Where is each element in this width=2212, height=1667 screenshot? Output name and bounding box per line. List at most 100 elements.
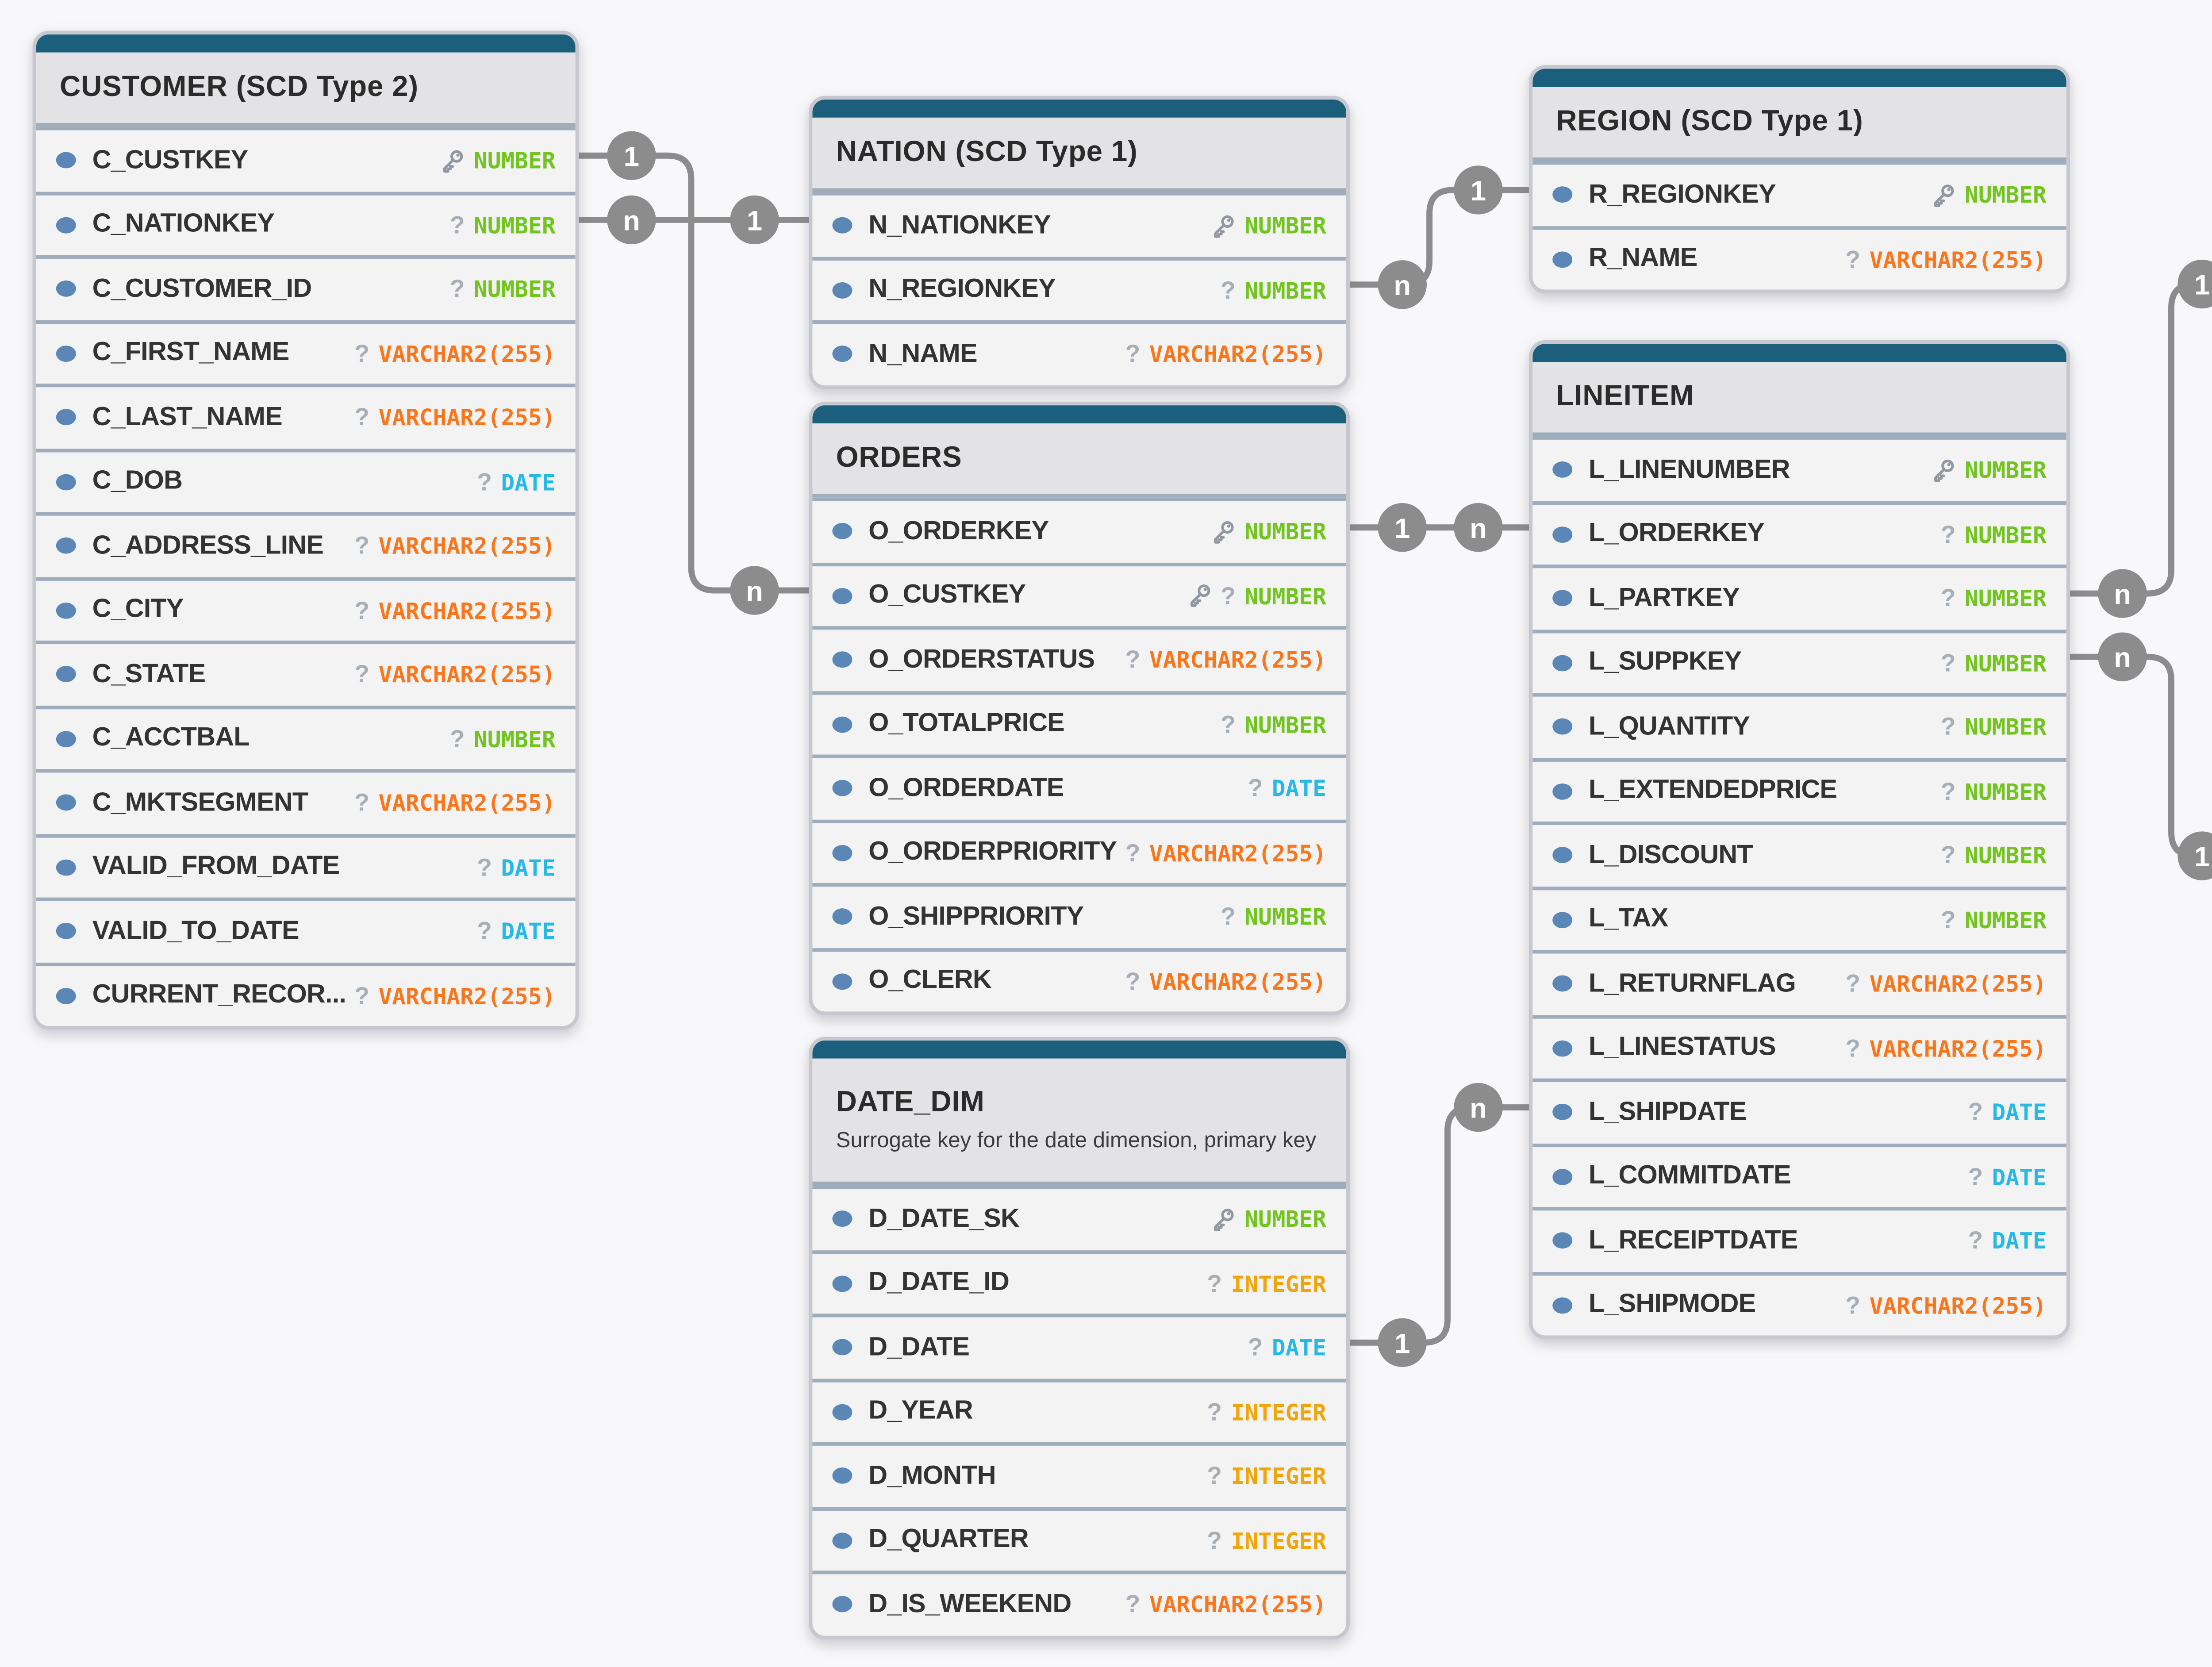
column-dot-icon: [832, 1275, 853, 1292]
primary-key-icon: [439, 148, 465, 173]
column-row-L_EXTENDEDPRICE[interactable]: L_EXTENDEDPRICE?NUMBER: [1532, 757, 2066, 822]
column-name: L_COMMITDATE: [1589, 1162, 1791, 1191]
cardinality-badge: 1: [2177, 259, 2212, 309]
column-row-VALID_TO_DATE[interactable]: VALID_TO_DATE?DATE: [36, 897, 576, 962]
column-row-L_SUPPKEY[interactable]: L_SUPPKEY?NUMBER: [1532, 629, 2066, 693]
nullable-icon: ?: [477, 918, 492, 945]
column-dot-icon: [832, 780, 853, 797]
column-row-O_ORDERDATE[interactable]: O_ORDERDATE?DATE: [812, 754, 1346, 819]
column-dot-icon: [832, 973, 853, 990]
column-dot-icon: [832, 346, 853, 363]
column-row-C_STATE[interactable]: C_STATE?VARCHAR2(255): [36, 640, 576, 705]
column-row-VALID_FROM_DATE[interactable]: VALID_FROM_DATE?DATE: [36, 833, 576, 898]
column-row-C_LAST_NAME[interactable]: C_LAST_NAME?VARCHAR2(255): [36, 384, 576, 448]
nullable-icon: ?: [1845, 246, 1861, 273]
column-dot-icon: [56, 473, 76, 490]
column-name: C_STATE: [92, 660, 206, 689]
column-row-C_FIRST_NAME[interactable]: C_FIRST_NAME?VARCHAR2(255): [36, 319, 576, 384]
column-type: DATE: [1271, 775, 1326, 802]
column-dot-icon: [56, 152, 76, 169]
column-type: NUMBER: [1965, 456, 2047, 484]
column-row-L_RETURNFLAG[interactable]: L_RETURNFLAG?VARCHAR2(255): [1532, 950, 2066, 1014]
column-type: NUMBER: [473, 275, 556, 303]
column-row-C_ADDRESS_LINE[interactable]: C_ADDRESS_LINE?VARCHAR2(255): [36, 512, 576, 576]
column-row-D_DATE_ID[interactable]: D_DATE_ID?INTEGER: [812, 1249, 1346, 1314]
column-row-N_REGIONKEY[interactable]: N_REGIONKEY?NUMBER: [812, 256, 1346, 320]
column-row-C_MKTSEGMENT[interactable]: C_MKTSEGMENT?VARCHAR2(255): [36, 769, 576, 834]
column-row-O_SHIPPRIORITY[interactable]: O_SHIPPRIORITY?NUMBER: [812, 883, 1346, 948]
column-row-L_SHIPMODE[interactable]: L_SHIPMODE?VARCHAR2(255): [1532, 1271, 2066, 1336]
svg-text:n: n: [623, 205, 640, 236]
column-row-D_DATE[interactable]: D_DATE?DATE: [812, 1314, 1346, 1378]
column-name: D_IS_WEEKEND: [868, 1590, 1071, 1619]
column-dot-icon: [832, 1468, 853, 1484]
table-title: ORDERS: [836, 442, 962, 473]
column-row-O_TOTALPRICE[interactable]: O_TOTALPRICE?NUMBER: [812, 690, 1346, 755]
column-row-O_CLERK[interactable]: O_CLERK?VARCHAR2(255): [812, 947, 1346, 1012]
cardinality-badge: 1: [1454, 165, 1503, 215]
column-name: L_DISCOUNT: [1589, 841, 1753, 870]
column-name: O_CLERK: [868, 967, 991, 996]
column-row-L_ORDERKEY[interactable]: L_ORDERKEY?NUMBER: [1532, 500, 2066, 565]
table-subtitle: Surrogate key for the date dimension, pr…: [836, 1127, 1317, 1153]
column-row-R_NAME[interactable]: R_NAME?VARCHAR2(255): [1532, 225, 2066, 290]
column-dot-icon: [832, 282, 853, 298]
column-name: L_PARTKEY: [1589, 584, 1740, 613]
column-name: C_CITY: [92, 595, 184, 625]
column-row-L_SHIPDATE[interactable]: L_SHIPDATE?DATE: [1532, 1078, 2066, 1143]
column-row-C_NATIONKEY[interactable]: C_NATIONKEY?NUMBER: [36, 191, 576, 255]
column-row-CURRENT_RECOR[interactable]: CURRENT_RECOR...?VARCHAR2(255): [36, 961, 576, 1026]
column-row-O_ORDERSTATUS[interactable]: O_ORDERSTATUS?VARCHAR2(255): [812, 626, 1346, 691]
column-row-D_YEAR[interactable]: D_YEAR?INTEGER: [812, 1378, 1346, 1442]
column-dot-icon: [56, 538, 76, 554]
column-row-L_RECEIPTDATE[interactable]: L_RECEIPTDATE?DATE: [1532, 1207, 2066, 1271]
column-name: O_ORDERPRIORITY: [868, 838, 1117, 868]
column-row-C_CITY[interactable]: C_CITY?VARCHAR2(255): [36, 576, 576, 641]
column-row-N_NAME[interactable]: N_NAME?VARCHAR2(255): [812, 320, 1346, 385]
column-row-D_IS_WEEKEND[interactable]: D_IS_WEEKEND?VARCHAR2(255): [812, 1571, 1346, 1635]
cardinality-badge: 1: [730, 195, 779, 245]
column-row-L_TAX[interactable]: L_TAX?NUMBER: [1532, 886, 2066, 950]
cardinality-badge: 1: [607, 131, 656, 180]
column-dot-icon: [1552, 1233, 1573, 1249]
column-row-D_MONTH[interactable]: D_MONTH?INTEGER: [812, 1442, 1346, 1506]
column-row-O_CUSTKEY[interactable]: O_CUSTKEY?NUMBER: [812, 561, 1346, 626]
column-row-L_PARTKEY[interactable]: L_PARTKEY?NUMBER: [1532, 565, 2066, 629]
column-name: C_NATIONKEY: [92, 210, 275, 239]
column-type: INTEGER: [1231, 1270, 1326, 1297]
column-row-L_COMMITDATE[interactable]: L_COMMITDATE?DATE: [1532, 1142, 2066, 1207]
column-row-D_QUARTER[interactable]: D_QUARTER?INTEGER: [812, 1506, 1346, 1571]
relationship-edge-customer-orders: [576, 152, 812, 594]
svg-text:n: n: [2114, 579, 2131, 610]
column-row-O_ORDERPRIORITY[interactable]: O_ORDERPRIORITY?VARCHAR2(255): [812, 818, 1346, 883]
column-row-L_LINESTATUS[interactable]: L_LINESTATUS?VARCHAR2(255): [1532, 1014, 2066, 1079]
column-type: VARCHAR2(255): [1869, 970, 2047, 998]
column-name: C_DOB: [92, 467, 183, 496]
column-row-C_CUSTOMER_ID[interactable]: C_CUSTOMER_ID?NUMBER: [36, 255, 576, 319]
nullable-icon: ?: [1207, 1526, 1222, 1554]
table-header: NATION (SCD Type 1): [812, 117, 1346, 192]
column-dot-icon: [56, 409, 76, 426]
table-header-bar: [1532, 69, 2066, 87]
column-dot-icon: [56, 923, 76, 940]
column-row-L_DISCOUNT[interactable]: L_DISCOUNT?NUMBER: [1532, 821, 2066, 886]
column-row-C_ACCTBAL[interactable]: C_ACCTBAL?NUMBER: [36, 705, 576, 769]
column-row-C_DOB[interactable]: C_DOB?DATE: [36, 448, 576, 512]
column-name: C_ACCTBAL: [92, 724, 250, 753]
column-dot-icon: [1552, 526, 1573, 542]
table-header: REGION (SCD Type 1): [1532, 87, 2066, 161]
column-row-L_QUANTITY[interactable]: L_QUANTITY?NUMBER: [1532, 693, 2066, 757]
